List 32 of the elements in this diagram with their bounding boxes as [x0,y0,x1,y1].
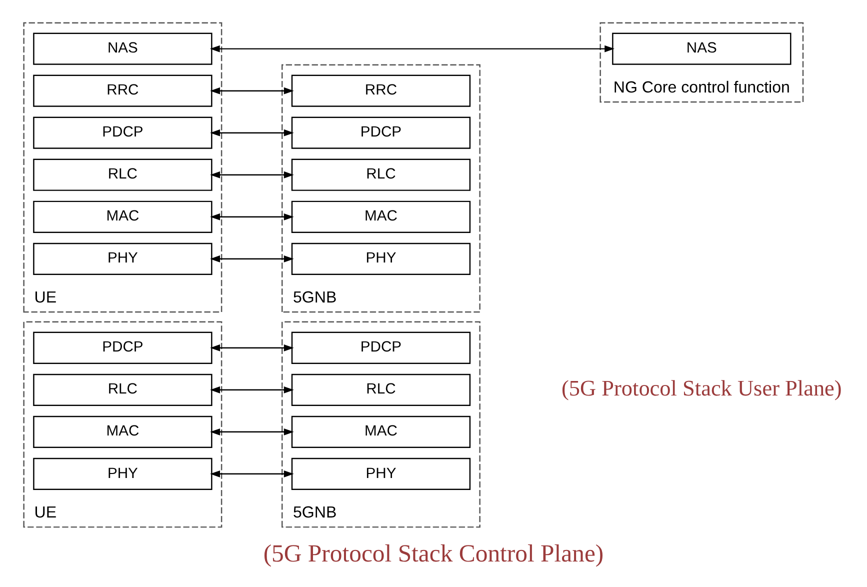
arrow [210,213,294,220]
node-box: PDCP [291,332,471,364]
node-box: PDCP [33,116,212,149]
node-box: PHY [291,242,471,275]
arrow [210,45,614,52]
node-box: PHY [291,458,471,490]
node-box: MAC [33,200,212,233]
arrow [210,255,294,262]
node-box: RRC [291,74,471,107]
node-box: MAC [33,416,212,448]
node-box: RLC [291,158,471,191]
node-box: MAC [291,200,471,233]
node-box: MAC [291,416,471,448]
arrow [210,470,294,478]
caption: (5G Protocol Stack Control Plane) [263,540,604,568]
arrow [210,386,294,394]
arrow [210,129,294,136]
label: (5G Protocol Stack User Plane) [562,375,842,400]
node-box: NAS [612,32,792,65]
arrow [210,344,294,352]
node-box: PHY [33,242,212,275]
node-box: NAS [33,32,212,65]
node-box: RLC [291,374,471,406]
arrow [210,87,294,94]
node-box: PHY [33,458,212,490]
node-box: RLC [33,374,212,406]
node-box: PDCP [291,116,471,149]
arrow [210,428,294,436]
node-box: RRC [33,74,212,107]
node-box: RLC [33,158,212,191]
arrow [210,171,294,178]
node-box: PDCP [33,332,212,364]
